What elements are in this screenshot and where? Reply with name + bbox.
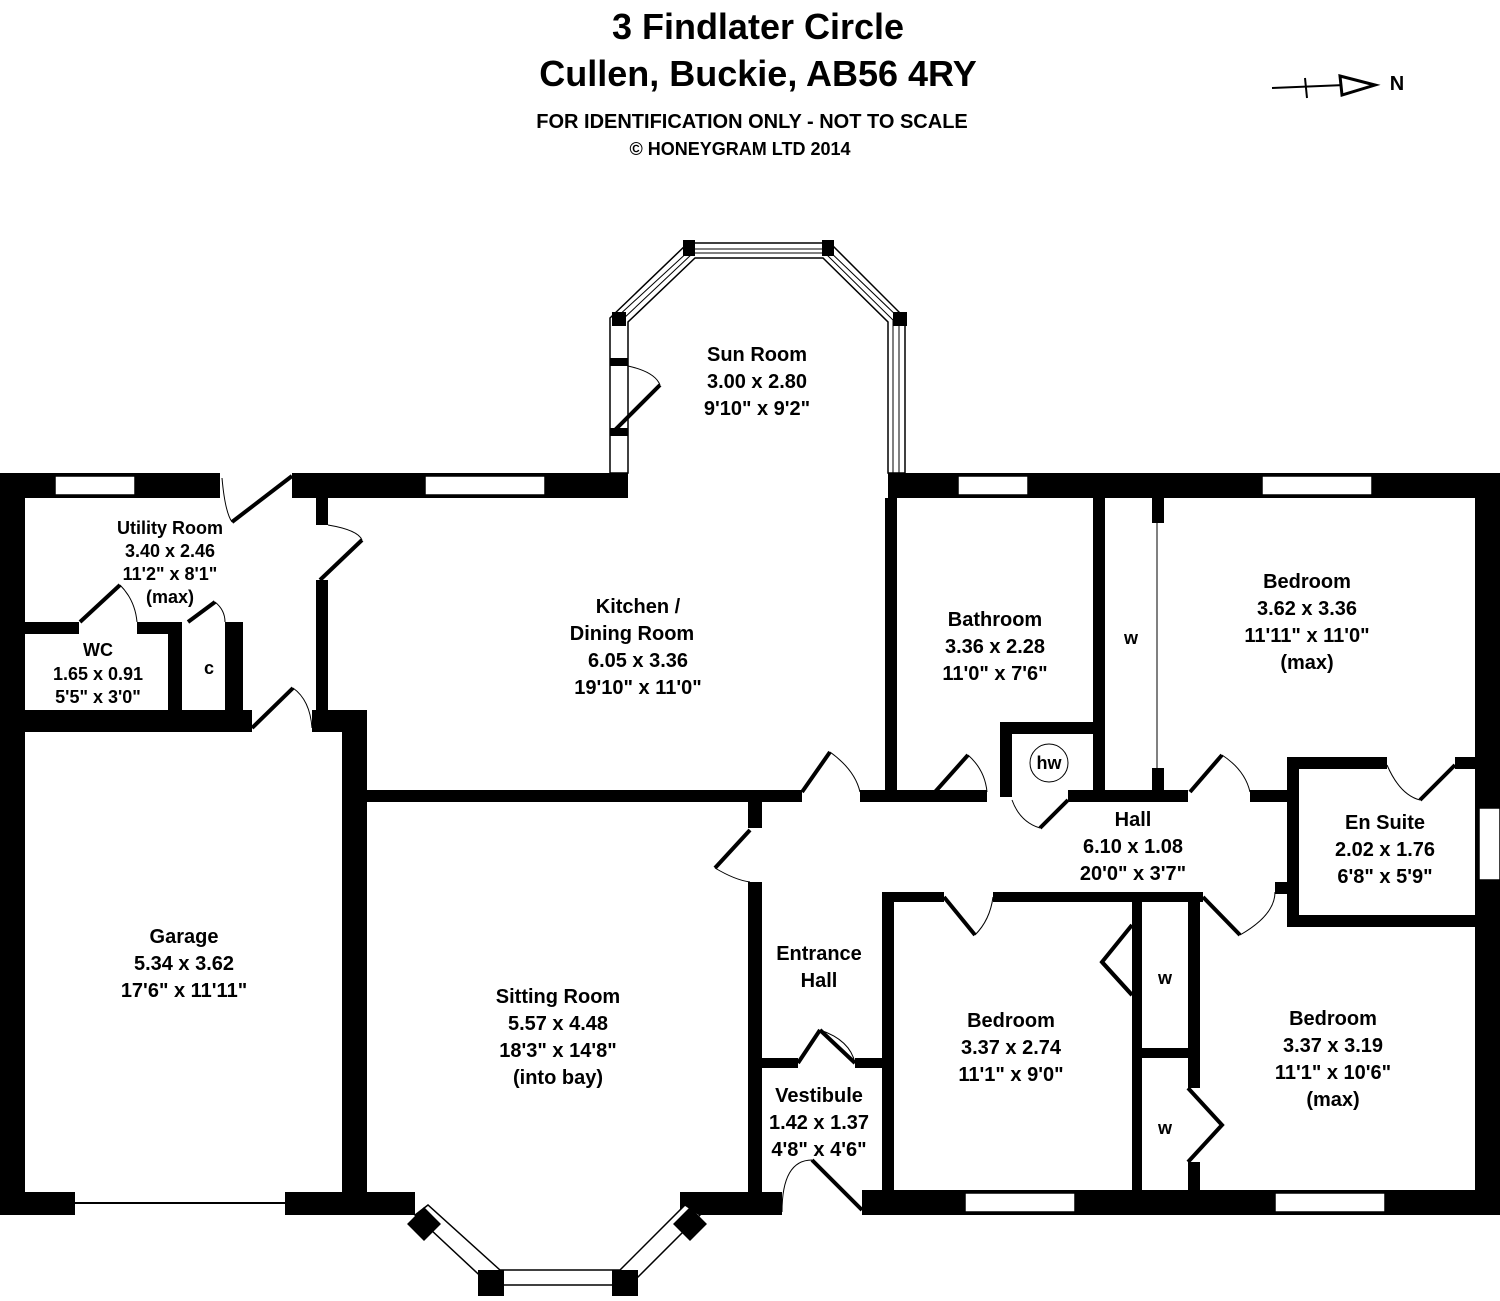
walls xyxy=(0,473,1500,1296)
svg-text:4'8" x 4'6": 4'8" x 4'6" xyxy=(771,1139,866,1161)
room-cupboard: c xyxy=(204,658,214,678)
svg-text:5.57 x 4.48: 5.57 x 4.48 xyxy=(508,1013,608,1035)
svg-text:Bathroom: Bathroom xyxy=(948,609,1042,631)
room-imperial: 9'10" x 9'2" xyxy=(704,398,810,420)
svg-text:Kitchen /: Kitchen / xyxy=(596,596,681,618)
room-bedroom-1: Bedroom 3.62 x 3.36 11'11" x 11'0" (max) xyxy=(1244,571,1369,674)
svg-text:Vestibule: Vestibule xyxy=(775,1085,863,1107)
address-line-1: 3 Findlater Circle xyxy=(611,6,905,47)
svg-text:Entrance: Entrance xyxy=(776,943,862,965)
svg-text:3.62 x 3.36: 3.62 x 3.36 xyxy=(1257,598,1357,620)
svg-text:11'11" x 11'0": 11'11" x 11'0" xyxy=(1244,625,1369,647)
svg-text:Bedroom: Bedroom xyxy=(967,1010,1055,1032)
compass-label: N xyxy=(1390,73,1404,95)
svg-text:11'0" x 7'6": 11'0" x 7'6" xyxy=(942,663,1047,685)
svg-text:1.42 x 1.37: 1.42 x 1.37 xyxy=(769,1112,869,1134)
room-bedroom-3: Bedroom 3.37 x 3.19 11'1" x 10'6" (max) xyxy=(1275,1008,1391,1111)
svg-text:3.37 x 2.74: 3.37 x 2.74 xyxy=(961,1037,1062,1059)
disclaimer: FOR IDENTIFICATION ONLY - NOT TO SCALE xyxy=(536,111,968,133)
svg-text:Garage: Garage xyxy=(150,926,219,948)
room-wardrobe: w xyxy=(1123,628,1139,648)
svg-text:11'1" x 10'6": 11'1" x 10'6" xyxy=(1275,1062,1391,1084)
doors xyxy=(78,365,1457,1213)
svg-text:Utility Room: Utility Room xyxy=(117,518,223,538)
room-kitchen: Kitchen / Dining Room 6.05 x 3.36 19'10"… xyxy=(570,596,702,699)
svg-text:Hall: Hall xyxy=(1115,809,1152,831)
svg-text:17'6" x 11'11": 17'6" x 11'11" xyxy=(121,980,247,1002)
room-sun-room: Sun Room 3.00 x 2.80 9'10" x 9'2" xyxy=(704,344,810,420)
svg-text:(into bay): (into bay) xyxy=(513,1067,603,1089)
svg-text:En Suite: En Suite xyxy=(1345,812,1425,834)
north-arrow-icon: N xyxy=(1271,73,1404,99)
room-utility: Utility Room 3.40 x 2.46 11'2" x 8'1" (m… xyxy=(117,518,223,607)
svg-text:Bedroom: Bedroom xyxy=(1263,571,1351,593)
svg-text:3.40 x 2.46: 3.40 x 2.46 xyxy=(125,541,215,561)
room-sitting: Sitting Room 5.57 x 4.48 18'3" x 14'8" (… xyxy=(496,986,620,1089)
room-garage: Garage 5.34 x 3.62 17'6" x 11'11" xyxy=(121,926,247,1002)
svg-text:3.37 x 3.19: 3.37 x 3.19 xyxy=(1283,1035,1383,1057)
svg-text:11'2" x 8'1": 11'2" x 8'1" xyxy=(123,564,218,584)
svg-text:Sitting Room: Sitting Room xyxy=(496,986,620,1008)
room-bathroom: Bathroom 3.36 x 2.28 11'0" x 7'6" xyxy=(942,609,1047,685)
svg-text:Bedroom: Bedroom xyxy=(1289,1008,1377,1030)
room-vestibule: Vestibule 1.42 x 1.37 4'8" x 4'6" xyxy=(769,1085,869,1161)
svg-text:20'0" x 3'7": 20'0" x 3'7" xyxy=(1080,863,1186,885)
svg-text:19'10" x 11'0": 19'10" x 11'0" xyxy=(574,677,701,699)
room-wc: WC 1.65 x 0.91 5'5" x 3'0" xyxy=(53,640,143,707)
room-hall: Hall 6.10 x 1.08 20'0" x 3'7" xyxy=(1080,809,1186,885)
copyright: © HONEYGRAM LTD 2014 xyxy=(629,139,851,159)
address-line-2: Cullen, Buckie, AB56 4RY xyxy=(539,53,977,94)
svg-text:5'5" x 3'0": 5'5" x 3'0" xyxy=(55,687,141,707)
room-bedroom-2: Bedroom 3.37 x 2.74 11'1" x 9'0" xyxy=(958,1010,1063,1086)
room-metric: 3.00 x 2.80 xyxy=(707,371,807,393)
room-wardrobe: w xyxy=(1157,968,1173,988)
svg-text:(max): (max) xyxy=(1280,652,1333,674)
svg-text:6'8" x 5'9": 6'8" x 5'9" xyxy=(1337,866,1432,888)
svg-text:6.10 x 1.08: 6.10 x 1.08 xyxy=(1083,836,1183,858)
svg-text:WC: WC xyxy=(83,640,113,660)
svg-text:5.34 x 3.62: 5.34 x 3.62 xyxy=(134,953,234,975)
room-entrance-hall: Entrance Hall xyxy=(776,943,862,992)
svg-text:18'3" x 14'8": 18'3" x 14'8" xyxy=(499,1040,616,1062)
svg-text:2.02 x 1.76: 2.02 x 1.76 xyxy=(1335,839,1435,861)
room-wardrobe: w xyxy=(1157,1118,1173,1138)
svg-text:Hall: Hall xyxy=(801,970,838,992)
svg-text:1.65 x 0.91: 1.65 x 0.91 xyxy=(53,664,143,684)
svg-text:(max): (max) xyxy=(146,587,194,607)
svg-text:3.36 x 2.28: 3.36 x 2.28 xyxy=(945,636,1045,658)
room-name: Sun Room xyxy=(707,344,807,366)
svg-text:Dining Room: Dining Room xyxy=(570,623,694,645)
svg-text:11'1" x 9'0": 11'1" x 9'0" xyxy=(958,1064,1063,1086)
svg-text:6.05 x 3.36: 6.05 x 3.36 xyxy=(588,650,688,672)
room-en-suite: En Suite 2.02 x 1.76 6'8" x 5'9" xyxy=(1335,812,1435,888)
room-hot-water: hw xyxy=(1037,753,1063,773)
svg-text:(max): (max) xyxy=(1306,1089,1359,1111)
